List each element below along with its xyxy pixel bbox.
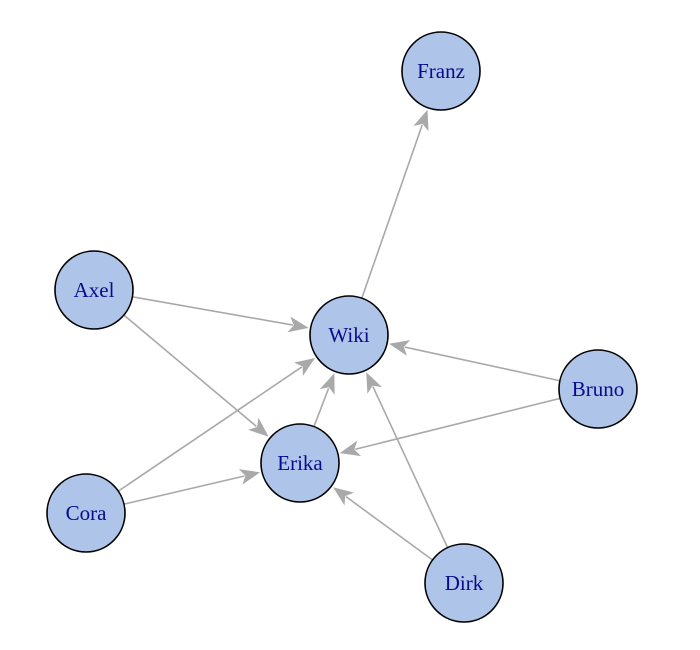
node-label-franz: Franz bbox=[417, 59, 465, 83]
node-circle-wiki bbox=[309, 295, 389, 375]
node-dirk: Dirk bbox=[424, 543, 504, 623]
node-label-axel: Axel bbox=[74, 278, 115, 302]
arrowhead-axel-to-erika bbox=[248, 417, 269, 437]
edge-wiki-to-franz bbox=[361, 124, 423, 299]
edge-erika-to-wiki bbox=[313, 387, 330, 427]
node-axel: Axel bbox=[54, 250, 134, 330]
edges-layer bbox=[117, 109, 561, 561]
arrowhead-axel-to-wiki bbox=[287, 316, 309, 333]
node-circle-erika bbox=[260, 423, 340, 503]
arrowhead-wiki-to-franz bbox=[413, 109, 429, 132]
arrowhead-erika-to-wiki bbox=[319, 373, 335, 395]
arrowhead-dirk-to-erika bbox=[333, 487, 354, 506]
node-erika: Erika bbox=[260, 423, 340, 503]
edge-bruno-to-erika bbox=[355, 397, 561, 451]
node-label-bruno: Bruno bbox=[572, 377, 625, 401]
node-label-dirk: Dirk bbox=[445, 571, 484, 595]
arrowhead-dirk-to-wiki bbox=[366, 372, 382, 394]
node-bruno: Bruno bbox=[558, 349, 638, 429]
node-wiki: Wiki bbox=[309, 295, 389, 375]
arrowhead-bruno-to-erika bbox=[339, 440, 362, 457]
node-franz: Franz bbox=[401, 31, 481, 111]
node-label-cora: Cora bbox=[66, 501, 108, 525]
node-circle-bruno bbox=[558, 349, 638, 429]
node-circle-franz bbox=[401, 31, 481, 111]
edge-axel-to-erika bbox=[123, 314, 257, 427]
node-label-erika: Erika bbox=[277, 451, 323, 475]
edge-cora-to-wiki bbox=[117, 366, 303, 492]
node-cora: Cora bbox=[46, 473, 126, 553]
arrowhead-cora-to-wiki bbox=[293, 357, 316, 376]
edge-bruno-to-wiki bbox=[404, 346, 561, 382]
node-circle-dirk bbox=[424, 543, 504, 623]
arrowhead-cora-to-erika bbox=[238, 469, 261, 485]
arrowhead-bruno-to-wiki bbox=[389, 340, 411, 356]
node-label-wiki: Wiki bbox=[328, 323, 369, 347]
edge-dirk-to-wiki bbox=[372, 386, 449, 548]
edge-cora-to-erika bbox=[123, 475, 245, 505]
node-circle-cora bbox=[46, 473, 126, 553]
edge-axel-to-wiki bbox=[132, 295, 294, 326]
edge-dirk-to-erika bbox=[345, 496, 433, 561]
node-circle-axel bbox=[54, 250, 134, 330]
